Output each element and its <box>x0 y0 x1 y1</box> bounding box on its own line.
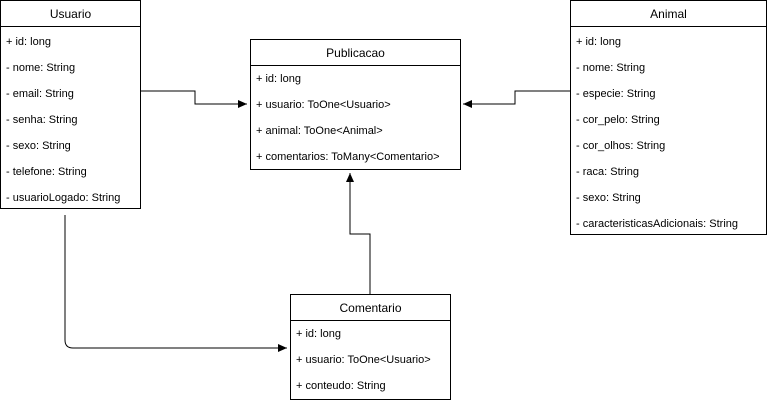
attribute: + comentarios: ToMany<Comentario> <box>256 151 440 163</box>
attribute: - raca: String <box>576 166 639 178</box>
attribute: + usuario: ToOne<Usuario> <box>296 354 431 366</box>
attribute: - telefone: String <box>6 166 87 178</box>
attribute: - caracteristicasAdicionais: String <box>576 218 739 230</box>
class-publicacao[interactable]: Publicacao + id: long + usuario: ToOne<U… <box>250 39 461 170</box>
attribute: - cor_pelo: String <box>576 114 660 126</box>
class-animal[interactable]: Animal + id: long - nome: String - espec… <box>570 0 767 235</box>
attribute: - especie: String <box>576 88 656 100</box>
edge-animal-publicacao[interactable] <box>463 90 570 108</box>
attribute: - sexo: String <box>6 140 71 152</box>
attribute: - email: String <box>6 88 74 100</box>
class-publicacao-title: Publicacao <box>251 40 460 66</box>
attribute: + animal: ToOne<Animal> <box>256 125 383 137</box>
attribute: + id: long <box>256 73 301 85</box>
class-comentario-title: Comentario <box>291 295 450 321</box>
attribute: + id: long <box>296 328 341 340</box>
edge-usuario-publicacao[interactable] <box>140 90 247 108</box>
attribute: - sexo: String <box>576 192 641 204</box>
attribute: - senha: String <box>6 114 78 126</box>
class-animal-title: Animal <box>571 1 766 27</box>
edge-usuario-comentario[interactable] <box>64 215 287 352</box>
attribute: - nome: String <box>6 62 76 74</box>
attribute: + usuario: ToOne<Usuario> <box>256 99 391 111</box>
class-usuario[interactable]: Usuario + id: long - nome: String - emai… <box>0 0 141 209</box>
attribute: + id: long <box>576 36 621 48</box>
attribute: + id: long <box>6 36 51 48</box>
attribute: - nome: String <box>576 62 646 74</box>
attribute: + conteudo: String <box>296 380 386 392</box>
class-usuario-title: Usuario <box>1 1 140 27</box>
attribute: - usuarioLogado: String <box>6 192 121 204</box>
edge-comentario-publicacao[interactable] <box>346 173 371 294</box>
class-comentario[interactable]: Comentario + id: long + usuario: ToOne<U… <box>290 294 451 400</box>
attribute: - cor_olhos: String <box>576 140 666 152</box>
